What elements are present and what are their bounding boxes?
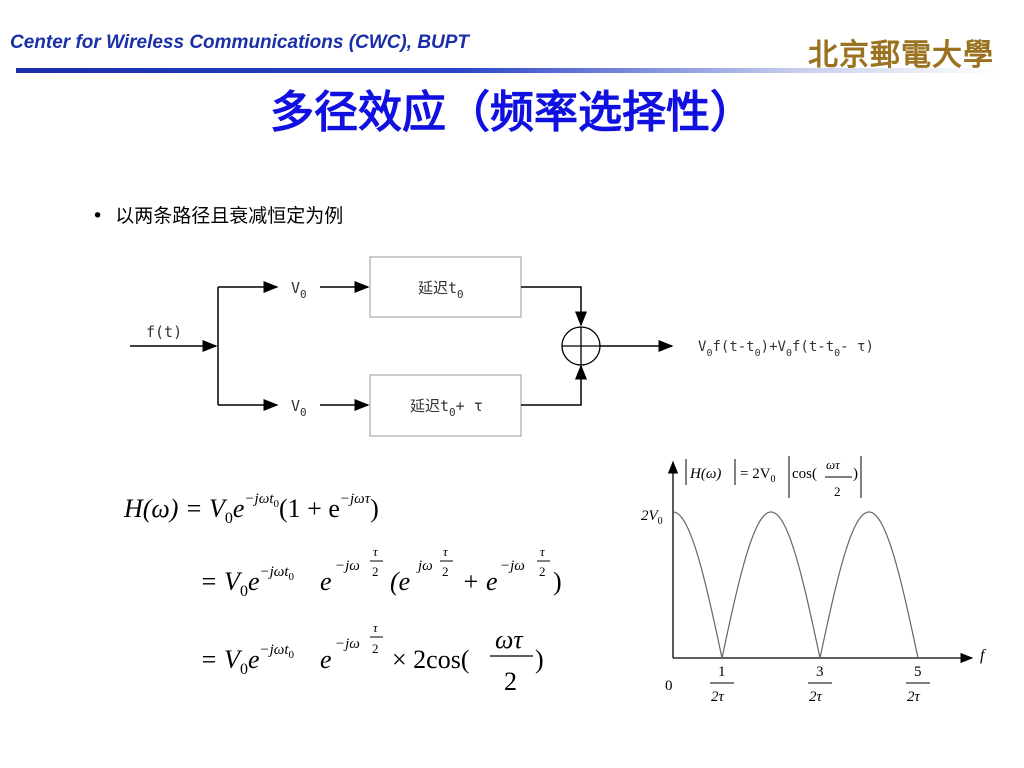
delay-top-label: 延迟t0 [418,279,464,301]
svg-text:−jω: −jω [335,558,360,574]
delay-bottom-to-adder [521,364,587,406]
svg-text:2: 2 [834,484,841,499]
svg-text:ωτ: ωτ [495,625,524,654]
svg-text:−jω: −jω [500,558,525,574]
svg-text:+ e: + e [462,567,498,596]
svg-text:): ) [535,645,544,674]
svg-text:τ: τ [540,544,546,559]
svg-text:e: e [320,567,332,596]
x-tick-labels: 1 2τ 3 2τ 5 2τ [710,664,930,705]
origin-label: 0 [665,678,673,694]
equation-line-3: = V0e−jωt0 e −jω τ 2 × 2cos( ωτ 2 ) [200,620,544,696]
x-tick-numerator: 3 [816,664,824,680]
magnitude-curve [672,511,919,659]
svg-text:2: 2 [372,641,379,656]
x-axis-label: f [980,647,987,664]
equation-line-2: = V0e−jωt0 e −jω τ 2 (e jω τ 2 + e −jω τ… [200,544,562,600]
university-logo: 北京郵電大學 [808,38,994,73]
delay-bottom-label: 延迟t0+ τ [410,397,483,419]
svg-text:× 2cos(: × 2cos( [392,645,469,674]
formula-label: H(ω) = 2V0 cos( ωτ 2 ) [685,456,862,499]
x-tick-denominator: 2τ [907,689,921,705]
svg-text:cos(: cos( [792,466,817,482]
bullet-text: 以两条路径且衰减恒定为例 [115,205,344,227]
delay-top-box [369,256,522,318]
output-label: V0f(t-t0)+V0f(t-t0- τ) [698,339,874,359]
x-tick-3: 5 2τ [906,664,930,705]
svg-text:): ) [853,466,858,482]
input-label: f(t) [146,323,182,341]
y-max-label: 2V0 [641,508,663,527]
gain-top-label: V0 [291,279,307,301]
equation-line-1: H(ω) = V0e−jωt0(1 + e−jωτ) [123,491,379,527]
svg-text:= 2V0: = 2V0 [740,466,776,485]
bullet-item: • 以两条路径且衰减恒定为例 [92,201,343,228]
svg-text:H(ω) = V0e−jωt0(1 + e−jωτ): H(ω) = V0e−jωt0(1 + e−jωτ) [123,491,379,527]
svg-text:−jω: −jω [335,636,360,652]
slide-title: 多径效应（频率选择性） [270,87,754,138]
svg-text:e: e [320,645,332,674]
x-tick-numerator: 1 [718,664,726,680]
x-tick-denominator: 2τ [711,689,725,705]
svg-text:H(ω): H(ω) [689,466,721,482]
x-tick-numerator: 5 [914,664,922,680]
svg-text:2: 2 [504,667,517,696]
svg-text:2: 2 [539,564,546,579]
svg-text:ωτ: ωτ [826,457,841,472]
svg-text:jω: jω [416,558,433,574]
svg-text:(e: (e [390,567,410,596]
x-tick-denominator: 2τ [809,689,823,705]
svg-text:): ) [553,567,562,596]
delay-top-to-adder [521,286,587,327]
svg-text:τ: τ [373,620,379,635]
svg-text:τ: τ [443,544,449,559]
svg-text:τ: τ [373,544,379,559]
svg-text:= V0e−jωt0: = V0e−jωt0 [200,564,295,600]
header-divider [16,68,1001,73]
x-tick-2: 3 2τ [808,664,832,705]
svg-text:= V0e−jωt0: = V0e−jωt0 [200,642,295,678]
org-header: Center for Wireless Communications (CWC)… [10,32,470,53]
x-tick-1: 1 2τ [710,664,734,705]
gain-bottom-label: V0 [291,397,307,419]
svg-text:2: 2 [442,564,449,579]
svg-text:2: 2 [372,564,379,579]
bullet-dot-icon: • [92,205,104,227]
